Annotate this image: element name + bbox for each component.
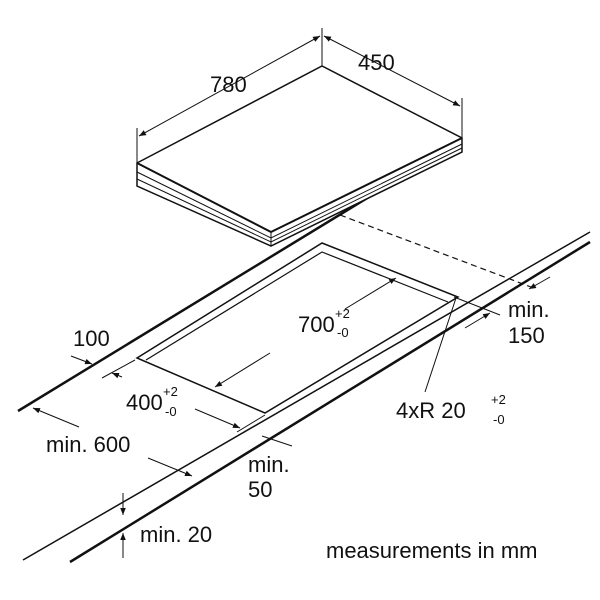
- worktop-thickness-label: min. 20: [140, 522, 212, 547]
- cutout-inner-edge: [145, 251, 449, 361]
- units-note: measurements in mm: [326, 538, 538, 563]
- front-clearance-value: 50: [248, 477, 272, 502]
- back-clearance-label: 100: [73, 326, 110, 351]
- hidden-edge-dashed: [339, 214, 532, 288]
- worktop-front-bottom-edge: [69, 240, 591, 564]
- cutout-width-tol-minus: -0: [165, 404, 177, 419]
- hob: [136, 28, 463, 247]
- worktop-front-top-edge: [22, 231, 591, 561]
- hob-length-label: 780: [210, 72, 247, 97]
- hob-depth-label: 450: [358, 50, 395, 75]
- radius-tol-plus: +2: [491, 392, 506, 407]
- front-clearance-min-label: min.: [248, 452, 290, 477]
- cutout: [135, 214, 532, 414]
- depth-dimension-line: [323, 35, 461, 107]
- side-clearance-value: 150: [508, 323, 545, 348]
- length-dimension-line: [138, 35, 321, 137]
- cutout-length-label: 700: [298, 312, 335, 337]
- worktop-depth-label: min. 600: [46, 432, 130, 457]
- radius-tol-minus: -0: [493, 412, 505, 427]
- radius-label: 4xR 20: [396, 398, 466, 423]
- worktop-back-edge: [17, 176, 401, 413]
- side-clearance-min-label: min.: [508, 297, 550, 322]
- worktop: [17, 176, 591, 564]
- cutout-length-tol-plus: +2: [335, 306, 350, 321]
- cutout-width-tol-plus: +2: [163, 384, 178, 399]
- cutout-outline: [135, 242, 460, 414]
- cutout-length-tol-minus: -0: [337, 325, 349, 340]
- cutout-width-label: 400: [126, 390, 163, 415]
